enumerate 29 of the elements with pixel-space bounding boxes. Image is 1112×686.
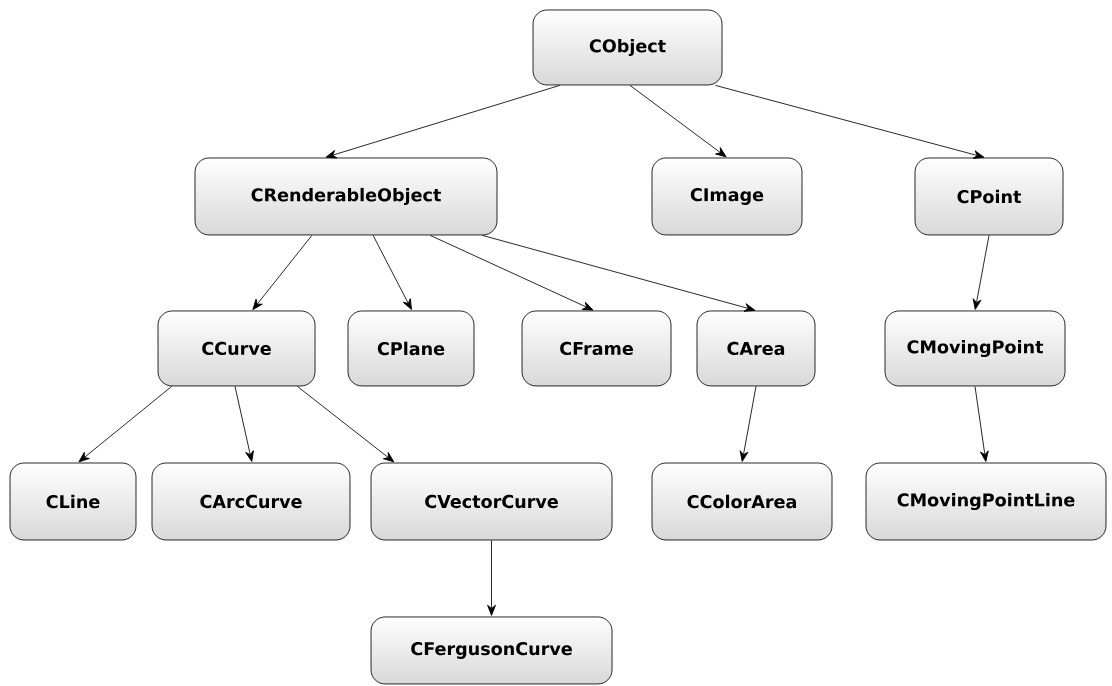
arrow xyxy=(715,84,985,159)
class-box: CMovingPointLine xyxy=(865,462,1107,541)
class-box: CVectorCurve xyxy=(370,462,613,541)
class-box: CPoint xyxy=(914,157,1064,236)
arrow xyxy=(252,234,313,311)
class-box: CObject xyxy=(532,9,723,86)
arrow xyxy=(325,84,561,159)
class-box: CMovingPoint xyxy=(884,310,1066,387)
arrow xyxy=(972,234,990,310)
class-box: CFergusonCurve xyxy=(370,616,613,685)
arrow xyxy=(739,385,757,462)
class-box: CImage xyxy=(651,157,803,236)
class-box: CLine xyxy=(9,462,137,541)
arrow xyxy=(296,385,395,463)
class-box: CArea xyxy=(696,310,816,387)
class-box: CRenderableObject xyxy=(194,157,498,236)
arrow xyxy=(481,234,756,312)
class-box: CFrame xyxy=(521,310,672,387)
class-box: CPlane xyxy=(347,310,475,387)
arrow xyxy=(78,385,173,463)
class-box: CArcCurve xyxy=(151,462,351,541)
arrow xyxy=(974,385,989,462)
arrow xyxy=(487,540,496,616)
arrow xyxy=(629,84,727,158)
arrow xyxy=(429,234,594,311)
arrow xyxy=(372,234,412,310)
class-box: CColorArea xyxy=(651,462,833,541)
arrow xyxy=(234,385,254,462)
class-box: CCurve xyxy=(157,310,316,387)
